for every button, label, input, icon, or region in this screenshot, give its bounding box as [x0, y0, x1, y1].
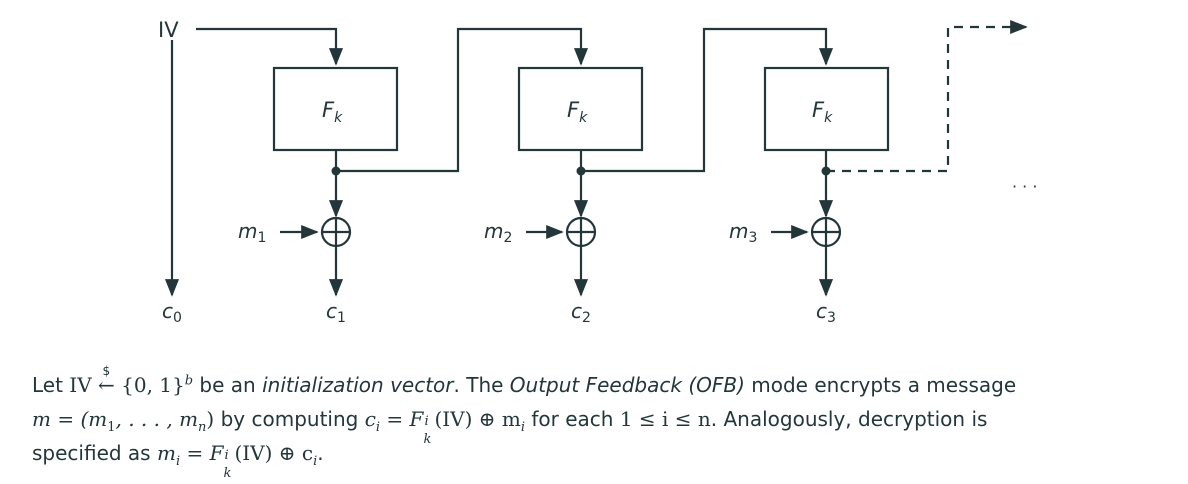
iv-term: initialization vector — [262, 373, 454, 397]
xor-2-icon — [565, 216, 597, 248]
iv-to-block1-line — [196, 27, 344, 66]
block-3-label: Fk — [812, 98, 833, 126]
ellipsis: · · · — [1012, 177, 1037, 196]
ciphertext-symbol: c — [364, 407, 376, 431]
m3-label: m3 — [729, 219, 757, 246]
xor-3-icon — [810, 216, 842, 248]
block-2-label: Fk — [567, 98, 588, 126]
formula-text: = F — [380, 407, 424, 431]
caption-text: mode encrypts a message — [744, 373, 1017, 397]
message-definition: , . . . , m — [115, 407, 199, 431]
junction-dot-3 — [821, 166, 831, 176]
feedback-1-to-2 — [336, 27, 589, 173]
caption-text: be an — [193, 373, 263, 397]
subscript: n — [198, 420, 207, 435]
left-arrow-icon: ← — [98, 373, 115, 397]
caption-text: . — [317, 441, 324, 465]
message-definition: m = (m — [32, 407, 108, 431]
caption-text: for each — [525, 407, 620, 431]
paren: ) — [206, 407, 215, 431]
mode-name: Output Feedback (OFB) — [509, 373, 745, 397]
formula-text: (IV) ⊕ m — [434, 407, 521, 431]
subscript: i — [520, 420, 525, 435]
subscript: i — [175, 454, 181, 469]
block-fk-3 — [763, 66, 890, 152]
caption: Let IV $← {0, 1}b be an initialization v… — [32, 364, 1172, 481]
block-1-label: Fk — [322, 98, 343, 126]
caption-text: Let — [32, 373, 70, 397]
bit-set: {0, 1} — [121, 373, 185, 397]
junction-dot-1 — [331, 166, 341, 176]
block-fk-2 — [517, 66, 644, 152]
subscript: i — [375, 420, 381, 435]
bit-set-exponent: b — [184, 373, 194, 389]
formula-text: (IV) ⊕ c — [234, 441, 314, 465]
xor-1-icon — [320, 216, 352, 248]
subscript: i — [313, 454, 318, 469]
junction-dot-2 — [576, 166, 586, 176]
caption-line-2: m = (m1, . . . , mn) by computing ci = F… — [32, 407, 988, 447]
c3-label: c3 — [816, 299, 836, 326]
c2-label: c2 — [571, 299, 591, 326]
caption-text: by computing — [214, 407, 365, 431]
feedback-3-continuation-dashed — [826, 19, 1028, 173]
subscript: 1 — [107, 420, 116, 435]
random-sample-arrow: $← — [98, 364, 115, 402]
iv-symbol: IV — [69, 373, 92, 397]
block-fk-1 — [272, 66, 399, 152]
c0-label: c0 — [162, 299, 182, 326]
dollar-sign: $ — [102, 364, 111, 378]
ofb-mode-diagram: IV Fk Fk Fk m1 m2 m3 c0 c1 c2 c3 · · · — [158, 18, 1037, 326]
message-symbol: m — [156, 441, 176, 465]
range-formula: 1 ≤ i ≤ n — [619, 407, 711, 431]
caption-line-1: Let IV $← {0, 1}b be an initialization v… — [32, 364, 1172, 402]
formula-text: = F — [180, 441, 224, 465]
m1-label: m1 — [238, 219, 266, 246]
feedback-2-to-3 — [581, 27, 834, 173]
caption-text: . The — [453, 373, 510, 397]
m2-label: m2 — [484, 219, 512, 246]
iv-label: IV — [158, 18, 179, 42]
caption-text: . Analogously, decryption is — [710, 407, 988, 431]
caption-text: specified as — [32, 441, 157, 465]
c1-label: c1 — [326, 299, 346, 326]
